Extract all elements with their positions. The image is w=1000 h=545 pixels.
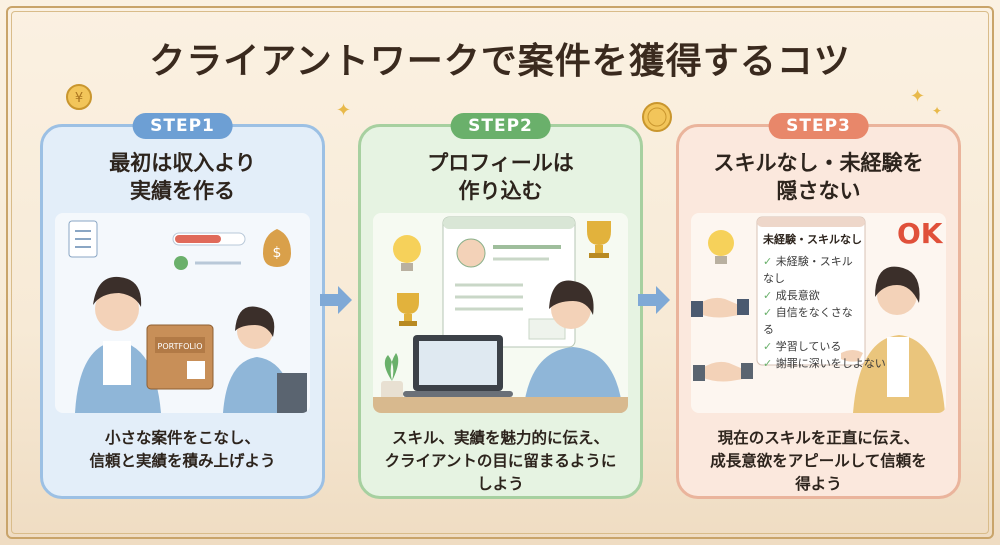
step3-badge: STEP3 [768,113,869,139]
check-icon: ✓ [763,306,776,319]
sparkle-icon: ✦ [910,86,926,107]
arrow-right-icon [636,285,672,315]
step2-heading-line: 作り込む [458,179,543,203]
step2-illustration [373,213,628,413]
step1-description: 小さな案件をこなし、 信頼と実績を積み上げよう [43,427,322,473]
step1-scene: $ PORTFOLIO [68,220,307,413]
step1-desc-line: 信頼と実績を積み上げよう [89,452,276,470]
board-item: ✓ 自信をなくさなる [763,304,861,338]
coin-icon [642,102,672,132]
step3-desc-line: 得よう [795,475,842,493]
step1-badge: STEP1 [132,113,233,139]
check-icon: ✓ [763,255,776,268]
lightbulb-icon [393,235,421,271]
step3-heading-line: スキルなし・未経験を [713,151,924,175]
step3-illustration: OK 未経験・スキルなし ✓ 未経験・スキルなし ✓ 成長意欲 ✓ 自信をなくさ… [691,213,946,413]
arrow-right-icon [318,285,354,315]
step2-card: STEP2 プロフィールは 作り込む [358,113,643,499]
step2-desc-line: しよう [477,475,524,493]
sparkle-icon: ✦ [336,100,352,121]
step1-desc-line: 小さな案件をこなし、 [104,429,260,447]
handshake-icon [693,361,753,382]
lightbulb-icon [708,230,734,264]
board-item: ✓ 学習している [763,338,861,355]
check-icon: ✓ [763,357,776,370]
checklist-icon [68,220,98,258]
step3-scene [691,216,945,413]
step3-heading-line: 隠さない [776,179,861,203]
check-icon: ✓ [763,289,776,302]
step1-card: STEP1 最初は収入より 実績を作る [40,113,325,499]
outer-frame [6,6,994,539]
sparkle-icon: ✦ [932,104,943,118]
step2-heading-line: プロフィールは [427,151,574,175]
step3-description: 現在のスキルを正直に伝え、 成長意欲をアピールして信頼を 得よう [679,427,958,496]
board-item-label: 学習している [775,340,842,353]
trophy-icon [587,221,611,258]
step2-scene [373,216,628,413]
step1-heading: 最初は収入より 実績を作る [43,149,322,205]
step2-heading: プロフィールは 作り込む [361,149,640,205]
svg-text:¥: ¥ [75,91,83,106]
handshake-icon [691,297,749,318]
step1-heading-line: 最初は収入より [109,151,256,175]
step1-heading-line: 実績を作る [130,179,235,203]
coin-icon: ¥ [66,84,92,110]
step1-illustration: $ PORTFOLIO [55,213,310,413]
step2-desc-line: スキル、実績を魅力的に伝え、 [391,429,609,447]
portfolio-label: PORTFOLIO [158,342,203,351]
board-item: ✓ 未経験・スキルなし [763,253,861,287]
board-item-label: 自信をなくさなる [763,306,853,336]
step3-heading: スキルなし・未経験を 隠さない [679,149,958,205]
trophy-icon [397,293,419,326]
board-item-label: 謝罪に深いをしよない [775,357,886,370]
step2-description: スキル、実績を魅力的に伝え、 クライアントの目に留まるように しよう [361,427,640,496]
step3-card: STEP3 スキルなし・未経験を 隠さない [676,113,961,499]
board-item: ✓ 成長意欲 [763,287,861,304]
step2-badge: STEP2 [450,113,551,139]
board-title: 未経験・スキルなし [763,233,862,246]
money-bag-icon: $ [263,229,291,267]
board-item: ✓ 謝罪に深いをしよない [763,355,886,372]
step3-desc-line: 成長意欲をアピールして信頼を [710,452,927,470]
inner-frame [11,11,989,534]
board-item-label: 成長意欲 [775,289,820,302]
ok-badge: OK [897,217,943,250]
plant-icon [381,353,403,403]
board-item-label: 未経験・スキルなし [763,255,853,285]
step2-desc-line: クライアントの目に留まるように [384,452,617,470]
check-icon: ✓ [763,340,776,353]
page-title: クライアントワークで案件を獲得するコツ [149,41,851,82]
skill-board: 未経験・スキルなし ✓ 未経験・スキルなし ✓ 成長意欲 ✓ 自信をなくさなる … [763,231,886,372]
step3-desc-line: 現在のスキルを正直に伝え、 [717,429,920,447]
svg-text:$: $ [273,245,282,261]
